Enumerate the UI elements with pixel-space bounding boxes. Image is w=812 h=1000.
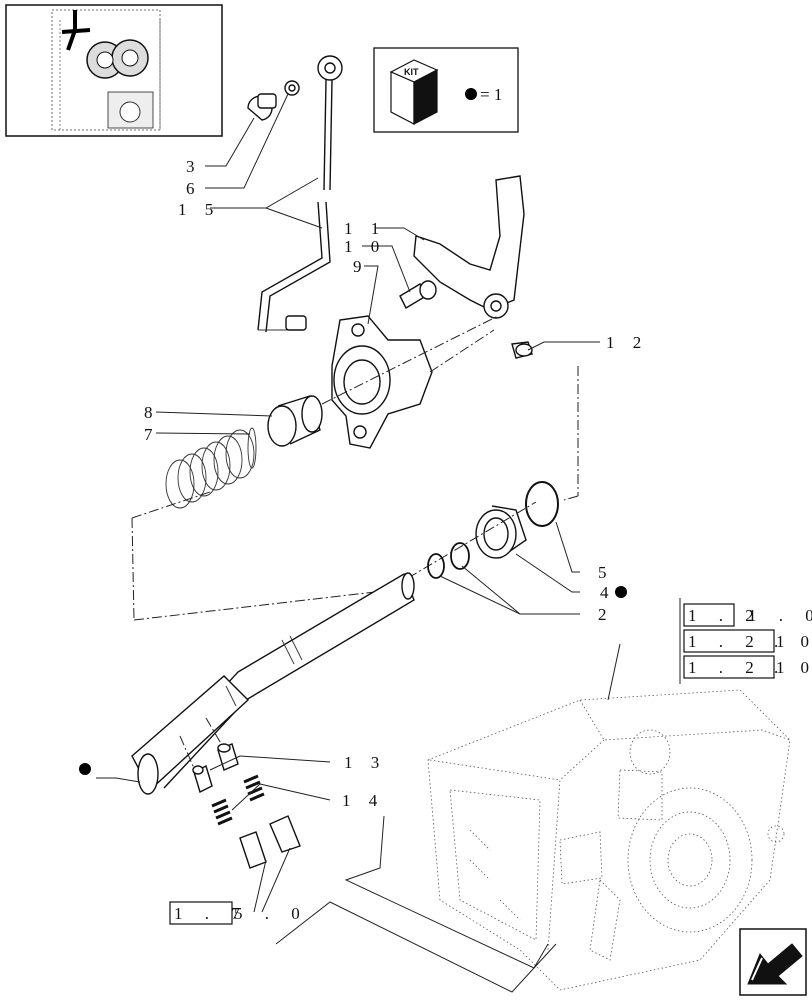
ref3-box-text: 1 . 2 1 [688,658,794,677]
piston-4 [475,505,527,559]
callout-12: 1 2 [606,333,648,352]
callout-7: 7 [144,425,160,444]
ref-bottom-box-text: 1 . 7 [174,904,249,923]
transmission-housing [427,689,791,991]
kit-label: KIT [404,67,419,77]
bush-8 [267,395,323,447]
callout-9: 9 [353,257,369,276]
ref-bottom-tail-text: 5 . 0 [234,904,309,923]
assembly-frame [131,366,579,621]
callout-8: 8 [144,403,160,422]
ref1-tail-text: 1 . 0 [748,606,812,625]
pipe-assembly [247,55,343,333]
leader-lines [96,93,621,993]
kit-equals: = 1 [480,85,502,104]
o-ring-5 [525,481,559,527]
callout-4: 4 [600,583,616,602]
detent-parts [192,743,301,869]
screw-12 [511,341,533,359]
reference-group: 1 . 2 1 . 0 1 . 2 1 . 0 1 . 2 1 . 0 [679,598,812,684]
kit-bullet-icon [465,88,477,100]
callout-3: 3 [186,157,202,176]
ref2-box-text: 1 . 2 1 [688,632,794,651]
callout-15: 1 5 [178,200,220,219]
shift-shaft [131,572,415,795]
callout-10: 1 0 [344,237,386,256]
callout-5: 5 [598,563,614,582]
shift-fork [413,175,525,319]
callout-13: 1 3 [344,753,386,772]
kit-bullet-marker-4 [615,586,627,598]
ref1-box-text: 1 . 2 [688,606,763,625]
piston-housing [331,315,433,449]
arrow-left-down-icon [747,943,803,985]
ref2-tail-text: . 0 [774,632,812,651]
bolt-10 [399,280,437,309]
reference-bottom: 1 . 7 5 . 0 [169,901,309,925]
spring-7 [165,427,257,509]
ref3-tail-text: . 0 [774,658,812,677]
o-ring-2b [450,542,470,570]
location-thumbnail [5,4,223,137]
callout-6: 6 [186,179,202,198]
kit-legend: KIT = 1 [373,47,519,133]
kit-bullet-marker-shaft [79,763,91,775]
callout-11: 1 1 [344,219,386,238]
callout-14: 1 4 [342,791,384,810]
next-page-button[interactable] [739,928,807,996]
callout-2: 2 [598,605,614,624]
